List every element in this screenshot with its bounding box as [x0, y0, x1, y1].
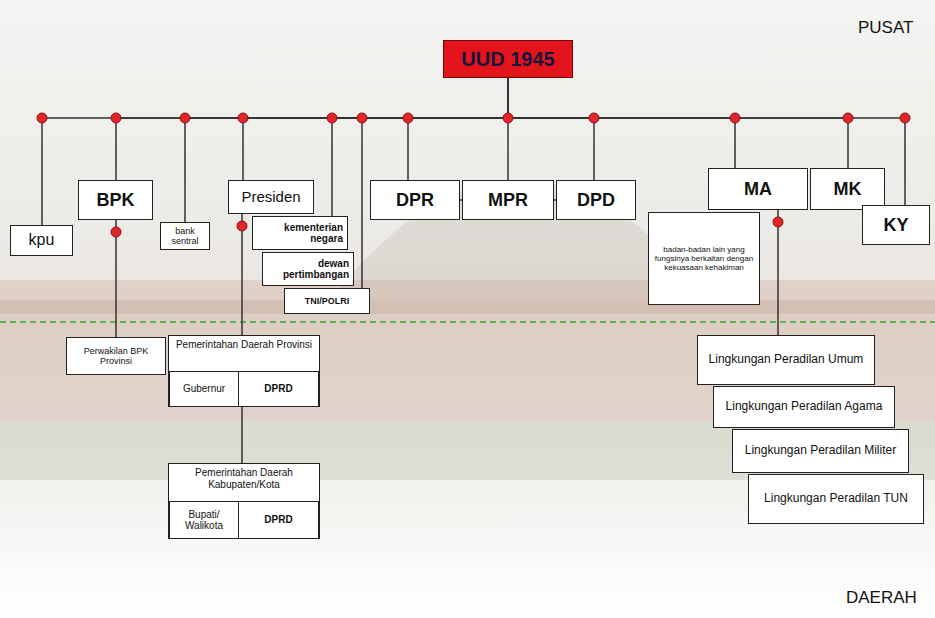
- institution-box: kementerian negara: [252, 216, 348, 250]
- building-roof: [0, 300, 935, 314]
- institution-box: bank sentral: [160, 222, 210, 250]
- node-text: MPR: [467, 190, 549, 211]
- institution-box: MK: [810, 168, 885, 210]
- institution-box: DPR: [370, 180, 460, 220]
- note-box: badan-badan lain yang fungsinya berkaita…: [648, 212, 760, 305]
- connector-line: [508, 78, 735, 168]
- junction-dot: [111, 227, 121, 237]
- node-text: UUD 1945: [448, 48, 568, 71]
- node-text: TNI/POLRI: [289, 296, 365, 306]
- node-text: DPR: [375, 190, 455, 211]
- court-box: Lingkungan Peradilan Militer: [732, 429, 909, 473]
- connector-line: [508, 78, 848, 168]
- junction-dot: [843, 113, 853, 123]
- node-text: DPRD: [243, 514, 314, 526]
- node-text: Pemerintahan Daerah Provinsi: [173, 339, 315, 351]
- official-box: Gubernur: [169, 371, 239, 407]
- connector-line: [243, 78, 508, 180]
- institution-box: BPK: [78, 180, 153, 220]
- junction-dot: [37, 113, 47, 123]
- node-text: MA: [713, 179, 803, 200]
- node-text: Lingkungan Peradilan TUN: [753, 492, 919, 506]
- institution-box: MPR: [462, 180, 554, 220]
- connector-line: [185, 78, 508, 222]
- node-text: Presiden: [233, 188, 309, 205]
- node-text: Lingkungan Peradilan Umum: [702, 353, 870, 367]
- council-box: DPRD: [238, 501, 319, 539]
- connector-line: [116, 78, 508, 180]
- junction-dot: [357, 113, 367, 123]
- node-text: MK: [815, 179, 880, 200]
- junction-dot: [589, 113, 599, 123]
- lawn: [0, 420, 935, 480]
- node-text: dewan pertimbangan: [267, 258, 349, 281]
- institution-box: KY: [862, 205, 930, 245]
- regional-government-box: Pemerintahan Daerah ProvinsiGubernur DPRD: [168, 335, 320, 407]
- node-text: BPK: [83, 190, 148, 211]
- connector-line: [42, 78, 508, 225]
- institution-box: DPD: [556, 180, 636, 220]
- junction-dot: [111, 113, 121, 123]
- connector-line: [408, 78, 508, 180]
- node-text: bank sentral: [165, 226, 205, 247]
- junction-dot: [503, 113, 513, 123]
- node-text: Lingkungan Peradilan Agama: [718, 400, 890, 414]
- court-box: Lingkungan Peradilan Agama: [713, 386, 895, 428]
- node-text: kementerian negara: [257, 222, 343, 245]
- connector-line: [508, 78, 594, 180]
- node-text: DPD: [561, 190, 631, 211]
- institution-box: Presiden: [228, 180, 314, 214]
- institution-box: TNI/POLRI: [284, 288, 370, 314]
- regional-government-box: Pemerintahan Daerah Kabupaten/KotaBupati…: [168, 463, 320, 539]
- level-label: PUSAT: [858, 18, 913, 38]
- junction-dot: [730, 113, 740, 123]
- court-box: Lingkungan Peradilan TUN: [748, 474, 924, 524]
- node-text: Gubernur: [174, 383, 234, 395]
- node-text: Pemerintahan Daerah Kabupaten/Kota: [173, 467, 315, 490]
- institution-box: kpu: [10, 225, 73, 256]
- connector-line: [115, 220, 117, 337]
- regional-box: Perwakilan BPK Provinsi: [66, 337, 166, 375]
- level-label: DAERAH: [846, 588, 917, 608]
- constitution-box: UUD 1945: [443, 40, 573, 78]
- connector-line: [241, 214, 243, 335]
- node-text: Lingkungan Peradilan Militer: [737, 444, 904, 458]
- connector-line: [241, 407, 243, 463]
- official-box: Bupati/ Walikota: [169, 501, 239, 539]
- junction-dot: [180, 113, 190, 123]
- court-box: Lingkungan Peradilan Umum: [697, 335, 875, 385]
- node-text: DPRD: [243, 383, 314, 395]
- connector-line: [777, 210, 779, 335]
- junction-dot: [327, 113, 337, 123]
- junction-dot: [238, 113, 248, 123]
- level-divider: [0, 321, 935, 323]
- institution-box: dewan pertimbangan: [262, 252, 354, 286]
- node-text: badan-badan lain yang fungsinya berkaita…: [653, 245, 755, 273]
- junction-dot: [900, 113, 910, 123]
- node-text: kpu: [15, 231, 68, 249]
- council-box: DPRD: [238, 371, 319, 407]
- junction-dot: [403, 113, 413, 123]
- node-text: Bupati/ Walikota: [174, 509, 234, 532]
- institution-box: MA: [708, 168, 808, 210]
- node-text: Perwakilan BPK Provinsi: [71, 346, 161, 367]
- junction-dot: [773, 217, 783, 227]
- junction-dot: [237, 221, 247, 231]
- node-text: KY: [867, 215, 925, 236]
